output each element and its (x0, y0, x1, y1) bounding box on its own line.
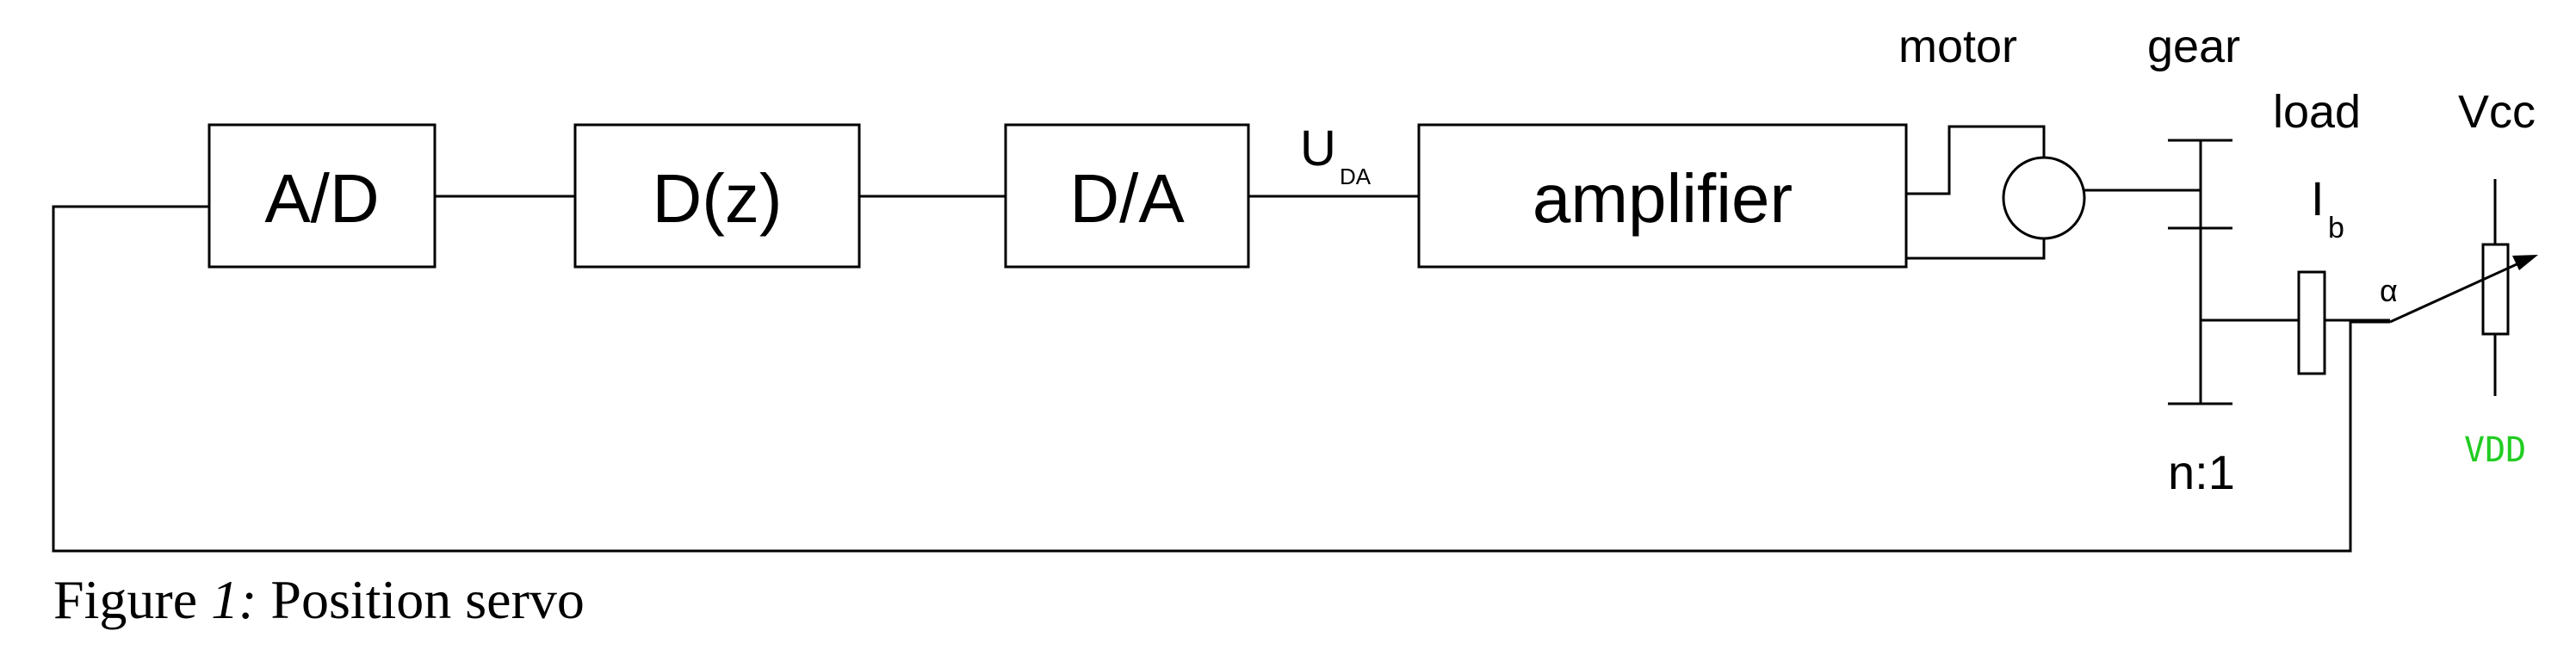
load-inertia (2297, 270, 2326, 375)
dz-label: D(z) (652, 160, 782, 237)
potentiometer-wiper (2389, 258, 2527, 324)
motor-wire-top (1906, 125, 2046, 195)
uda-label: U (1300, 121, 1336, 176)
motor-wire-bottom (1906, 238, 2046, 260)
motor-label: motor (1898, 21, 2017, 72)
load-label: load (2273, 86, 2361, 138)
caption-prefix: Figure (53, 569, 212, 630)
ib-subscript: b (2328, 212, 2344, 244)
gear-ratio-label: n:1 (2168, 445, 2235, 499)
feedback-wire (52, 205, 2390, 553)
uda-subscript: DA (1340, 164, 1372, 189)
caption-text: Position servo (257, 569, 585, 630)
motor-symbol (2002, 156, 2086, 240)
vdd-label: VDD (2464, 430, 2526, 470)
ad-label: A/D (264, 160, 379, 237)
alpha-label: α (2380, 273, 2398, 308)
ib-label: I (2311, 171, 2325, 226)
caption-number: 1: (211, 569, 257, 630)
vcc-label: Vcc (2458, 86, 2536, 138)
wiper-arrowhead (2512, 255, 2538, 270)
potentiometer (2481, 243, 2510, 336)
da-label: D/A (1069, 160, 1185, 237)
gear-label: gear (2147, 21, 2240, 72)
amplifier-label: amplifier (1533, 160, 1793, 237)
figure-caption: Figure 1: Position servo (53, 568, 585, 632)
